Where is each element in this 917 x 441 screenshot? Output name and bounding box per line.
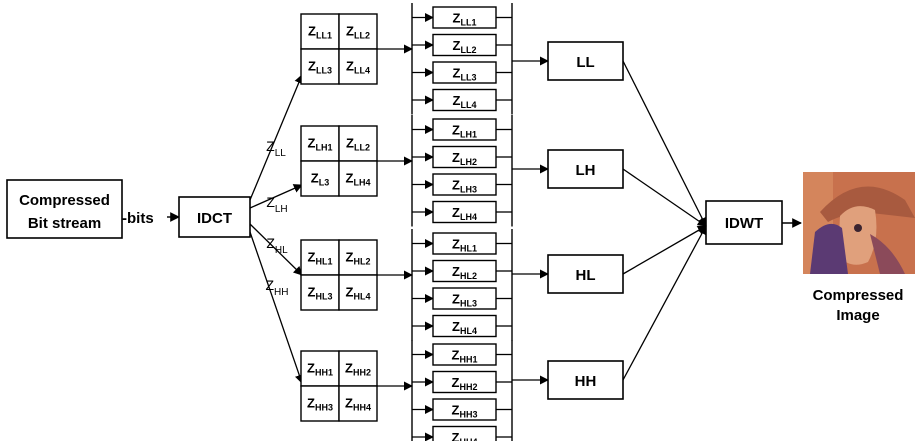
compressed-bitstream-line1: Compressed bbox=[19, 192, 110, 209]
compressed-image-caption-line1: Compressed bbox=[813, 287, 904, 304]
idwt-label: IDWT bbox=[725, 215, 763, 232]
band-label-hh: HH bbox=[575, 373, 597, 390]
branch-label-lh: ZLH bbox=[266, 194, 287, 215]
branch-label-hh: ZHH bbox=[265, 277, 288, 298]
bits-label: -bits bbox=[122, 210, 154, 227]
band-to-idwt-arrow-ll bbox=[623, 61, 706, 226]
branch-label-hl: ZHL bbox=[266, 235, 288, 256]
compressed-image-caption-line2: Image bbox=[836, 307, 879, 324]
compressed-bitstream-line2: Bit stream bbox=[28, 215, 101, 232]
branch-label-ll: ZLL bbox=[266, 138, 286, 159]
band-label-lh: LH bbox=[576, 162, 596, 179]
band-to-idwt-arrow-hh bbox=[623, 226, 706, 380]
compressed-image bbox=[803, 172, 915, 274]
band-label-hl: HL bbox=[576, 267, 596, 284]
idct-label: IDCT bbox=[197, 210, 232, 227]
band-label-ll: LL bbox=[576, 54, 594, 71]
branch-arrow-ll bbox=[250, 75, 302, 200]
band-to-idwt-arrow-lh bbox=[623, 169, 706, 226]
